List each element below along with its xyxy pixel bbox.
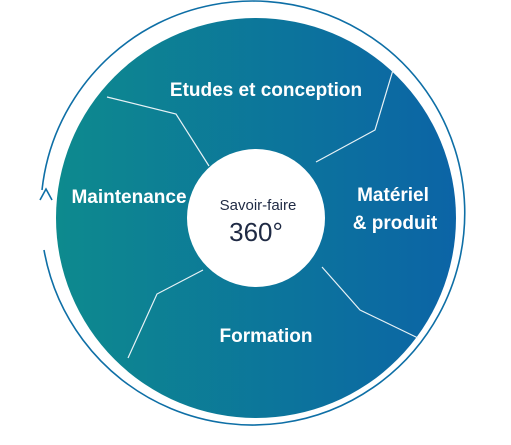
divider-bottom-right bbox=[321, 266, 419, 339]
divider-top-right bbox=[315, 69, 394, 163]
outer-ring bbox=[41, 0, 466, 426]
segment-label-materiel-line1: Matériel bbox=[357, 185, 429, 206]
center-value: 360° bbox=[229, 217, 283, 247]
divider-bottom-left bbox=[127, 269, 204, 359]
divider-top-left bbox=[106, 96, 210, 167]
segment-label-etudes: Etudes et conception bbox=[170, 80, 362, 101]
segment-label-materiel-line2: & produit bbox=[353, 213, 438, 234]
segment-label-maintenance: Maintenance bbox=[71, 187, 186, 208]
center-circle bbox=[187, 149, 325, 287]
center-title: Savoir-faire bbox=[220, 197, 297, 214]
segment-label-formation: Formation bbox=[220, 326, 313, 347]
segment-dividers bbox=[106, 69, 419, 359]
arrow-up-icon bbox=[39, 187, 53, 201]
